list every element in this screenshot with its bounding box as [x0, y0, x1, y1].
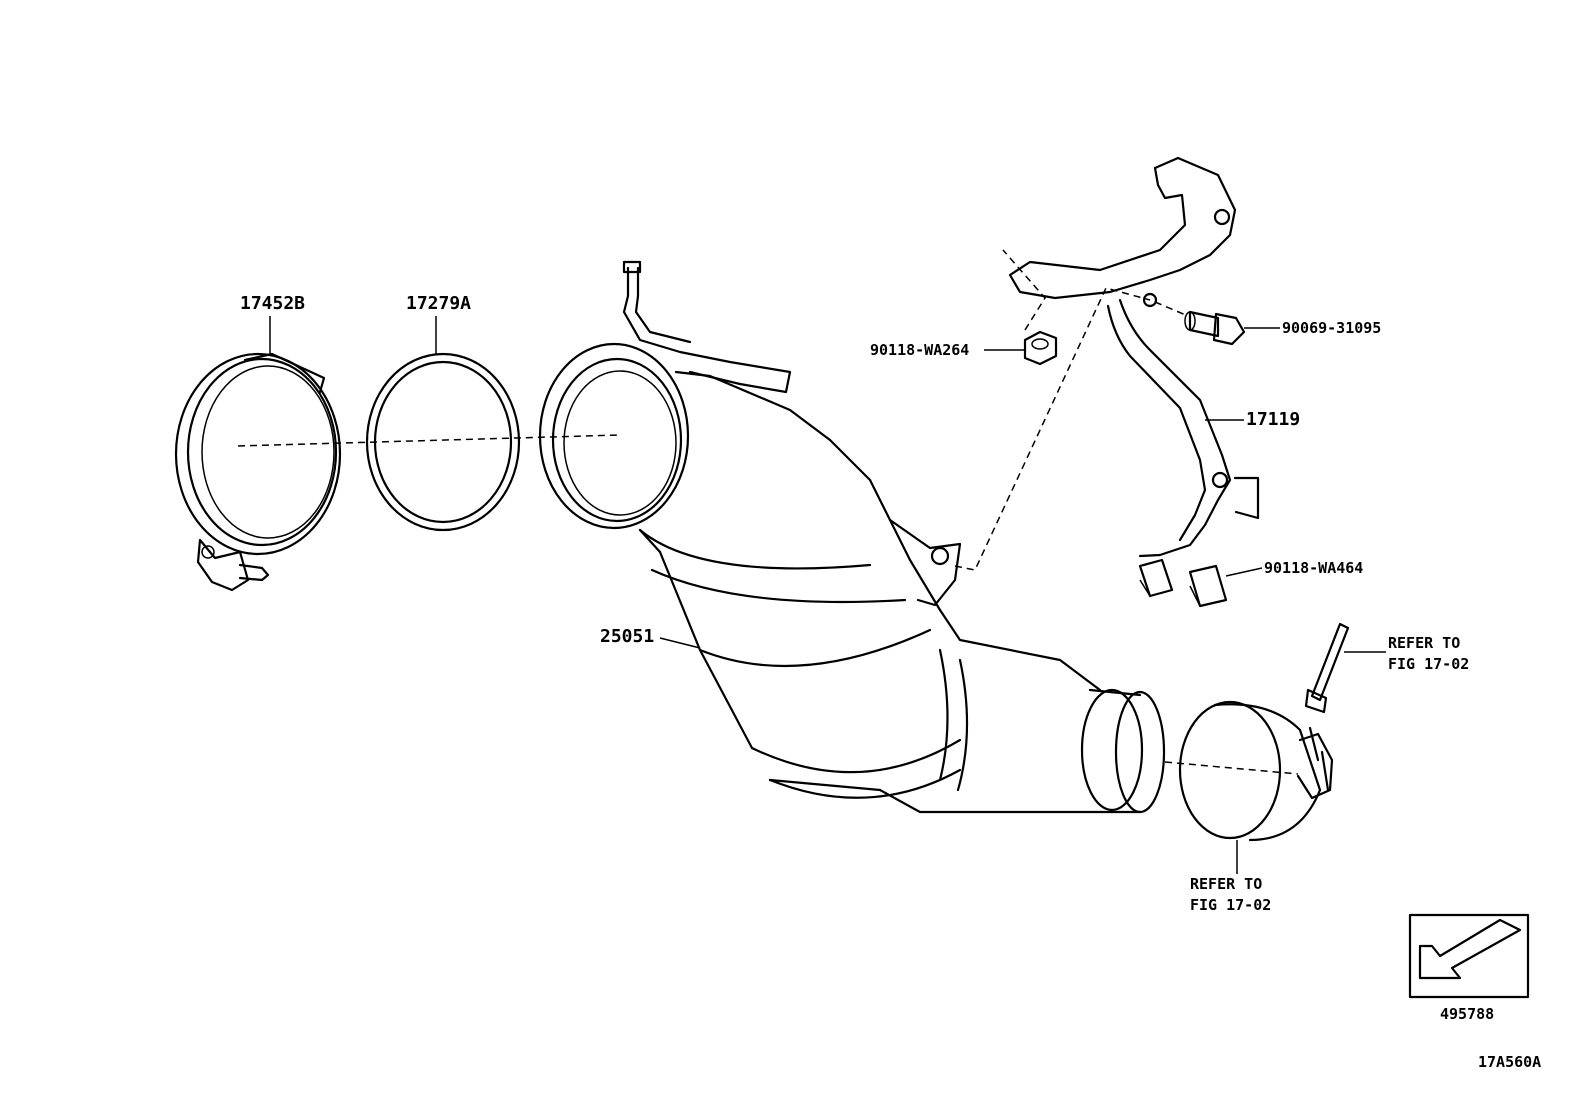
oxygen-sensor-drawing — [1304, 622, 1350, 714]
label-90118-wa264: 90118-WA264 — [870, 341, 970, 359]
label-refer-upper-line1: REFER TO — [1388, 634, 1461, 652]
converter-25051-drawing — [538, 260, 1166, 814]
label-direction-code: 495788 — [1440, 1005, 1495, 1023]
center-axis-line — [237, 434, 621, 447]
label-refer-lower-line1: REFER TO — [1190, 875, 1263, 893]
label-90118-wa464: 90118-WA464 — [1264, 559, 1364, 577]
label-17279a: 17279A — [406, 293, 472, 314]
bolt-90069-31095-drawing — [1184, 310, 1246, 346]
bracket-assembly-line — [954, 287, 1151, 571]
label-figure-code: 17A560A — [1478, 1053, 1542, 1071]
bolt-assembly-line — [1154, 301, 1189, 317]
bracket-17119-drawing — [1008, 156, 1260, 558]
direction-box — [1408, 913, 1530, 999]
label-17452b: 17452B — [240, 293, 306, 314]
clamp-17452b-drawing — [174, 352, 342, 592]
band-clamp-drawing — [1178, 700, 1334, 842]
label-25051: 25051 — [600, 626, 655, 647]
label-90069-31095: 90069-31095 — [1282, 319, 1382, 337]
label-refer-lower-line2: FIG 17-02 — [1190, 896, 1272, 914]
nut-90118-wa264-drawing — [1023, 330, 1058, 366]
label-refer-upper-line2: FIG 17-02 — [1388, 655, 1470, 673]
outlet-axis-line — [1164, 761, 1299, 775]
clip-nut-90118-wa464-drawing — [1138, 558, 1228, 608]
direction-arrow-icon — [1418, 918, 1522, 980]
leader-90118-wa464 — [1225, 567, 1263, 577]
label-17119: 17119 — [1246, 409, 1301, 430]
gasket-17279a-drawing — [365, 352, 521, 532]
leader-25051 — [659, 637, 701, 649]
nut-assembly-line — [1002, 249, 1046, 331]
